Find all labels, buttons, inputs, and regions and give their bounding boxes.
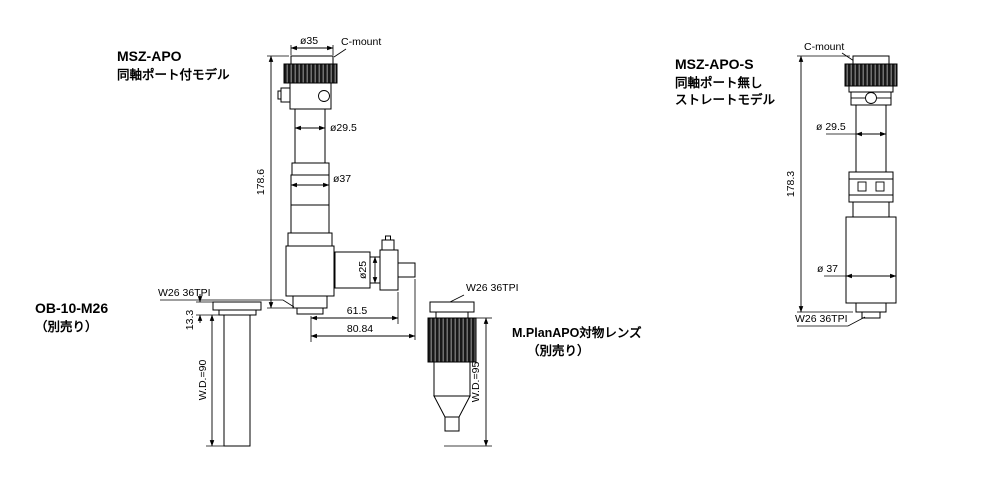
dim-d29-s-label: ø 29.5 bbox=[816, 121, 846, 133]
cmount-thread-step-s bbox=[852, 55, 890, 65]
cmount-callout-s: C-mount bbox=[804, 41, 858, 64]
objective-knurled-ring bbox=[427, 317, 477, 363]
cmount-leader bbox=[333, 48, 347, 58]
zoom-screw-left bbox=[857, 181, 867, 192]
dim-lower-tube-s: ø 37 bbox=[817, 263, 897, 279]
dim-top-diameter: ø35 C-mount bbox=[290, 35, 381, 58]
dim-wd95-label: W.D.=95 bbox=[470, 362, 482, 403]
port-knob bbox=[381, 239, 395, 251]
dim-port-diameter: ø25 bbox=[357, 256, 378, 284]
neck-section-s bbox=[852, 201, 890, 218]
msz-apo-s-body bbox=[844, 55, 898, 319]
ob-adapter-note: （別売り） bbox=[35, 319, 98, 334]
mount-thread-tip-s bbox=[861, 311, 881, 319]
dim-80-label: 80.84 bbox=[347, 323, 373, 335]
dim-zoom-tube: ø37 bbox=[290, 173, 351, 188]
dim-d37-label: ø37 bbox=[333, 173, 351, 185]
dim-wd90: W.D.=90 bbox=[197, 314, 224, 447]
dim-total-height-s: 178.3 bbox=[785, 55, 853, 313]
ob-10-m26-unit: OB-10-M26 （別売り） 13.3 W.D.=90 bbox=[35, 294, 262, 447]
objective-tip bbox=[444, 416, 460, 432]
collar-ring bbox=[291, 162, 330, 176]
ob-flange-step bbox=[218, 309, 257, 316]
dim-wd95: W.D.=95 bbox=[470, 317, 492, 447]
zoom-tube bbox=[290, 174, 330, 234]
objective-title: M.PlanAPO対物レンズ bbox=[512, 325, 642, 340]
ob-extension-tube bbox=[223, 314, 251, 447]
msz-apo-s-title: MSZ-APO-S bbox=[675, 56, 754, 72]
zoom-screw-right bbox=[875, 181, 885, 192]
objective-lens-unit: W.D.=95 M.PlanAPO対物レンズ （別売り） bbox=[427, 301, 642, 447]
illuminator-section bbox=[289, 82, 332, 110]
objective-flange-step bbox=[435, 311, 469, 319]
dim-height-label: 178.6 bbox=[255, 169, 267, 195]
objective-barrel bbox=[433, 361, 471, 397]
mount-shoulder-s bbox=[855, 302, 887, 313]
cmount-thread-step bbox=[290, 55, 334, 65]
dim-total-height: 178.6 bbox=[255, 55, 293, 309]
objective-thread-label: W26 36TPI bbox=[466, 282, 519, 294]
msz-apo-unit: MSZ-APO 同軸ポート付モデル bbox=[117, 35, 519, 342]
objective-flange bbox=[429, 301, 475, 313]
main-body-block bbox=[285, 245, 335, 297]
side-knob bbox=[280, 87, 291, 103]
collar-s bbox=[848, 85, 894, 93]
port-knob-stem bbox=[385, 235, 391, 241]
cmount-knurled-ring bbox=[283, 63, 338, 84]
dim-d37-s-label: ø 37 bbox=[817, 263, 838, 275]
port-cmount-stub bbox=[397, 262, 416, 278]
msz-apo-s-unit: MSZ-APO-S 同軸ポート無し ストレートモデル C-mount bbox=[675, 41, 898, 327]
dim-port-offset: 61.5 bbox=[310, 292, 399, 342]
dim-d25-label: ø25 bbox=[357, 261, 369, 279]
mount-shoulder bbox=[292, 295, 328, 309]
dim-wd90-label: W.D.=90 bbox=[197, 360, 209, 401]
thumbscrew-detail bbox=[318, 90, 330, 102]
dim-61-label: 61.5 bbox=[347, 305, 368, 317]
objective-taper bbox=[433, 395, 471, 418]
mount-thread-label: W26 36TPI bbox=[158, 287, 211, 299]
msz-apo-title: MSZ-APO bbox=[117, 48, 182, 64]
mount-thread-s-leader bbox=[797, 316, 866, 327]
cmount-knurled-ring-s bbox=[844, 63, 898, 87]
cmount-s-label: C-mount bbox=[804, 41, 844, 53]
dim-d35-label: ø35 bbox=[300, 35, 318, 47]
lower-collar bbox=[287, 232, 333, 247]
ob-flange-plate bbox=[212, 301, 262, 311]
dim-13-label: 13.3 bbox=[184, 310, 196, 331]
thumbscrew-detail-s bbox=[865, 92, 877, 104]
dim-upper-tube-s: ø 29.5 bbox=[816, 121, 887, 137]
ob-adapter-body bbox=[212, 301, 262, 447]
mount-thread-s-label: W26 36TPI bbox=[795, 313, 848, 325]
objective-body bbox=[427, 301, 492, 447]
dim-port-length: 80.84 bbox=[310, 279, 416, 340]
upper-tube-s bbox=[855, 104, 887, 173]
objective-note: （別売り） bbox=[527, 343, 590, 358]
ob-adapter-title: OB-10-M26 bbox=[35, 300, 108, 316]
objective-thread-leader bbox=[449, 294, 465, 303]
msz-apo-subtitle: 同軸ポート付モデル bbox=[117, 67, 230, 82]
lower-tube-s bbox=[845, 216, 897, 304]
zoom-block-s bbox=[848, 171, 894, 203]
dim-flange-height: 13.3 bbox=[184, 294, 219, 330]
mount-thread-callout-s: W26 36TPI bbox=[795, 313, 866, 327]
upper-tube bbox=[294, 108, 326, 164]
msz-apo-s-subtitle2: ストレートモデル bbox=[675, 92, 776, 107]
mount-thread-tip bbox=[296, 307, 324, 315]
dim-d29-label: ø29.5 bbox=[330, 122, 357, 134]
dim-height-s-label: 178.3 bbox=[785, 171, 797, 197]
port-end-block bbox=[379, 249, 399, 291]
cmount-label: C-mount bbox=[341, 36, 381, 48]
objective-thread-callout: W26 36TPI bbox=[449, 282, 519, 303]
side-knob-cap bbox=[277, 90, 282, 100]
dim-upper-tube: ø29.5 bbox=[294, 122, 357, 134]
msz-apo-s-subtitle1: 同軸ポート無し bbox=[675, 75, 763, 90]
port-tube bbox=[334, 251, 371, 289]
